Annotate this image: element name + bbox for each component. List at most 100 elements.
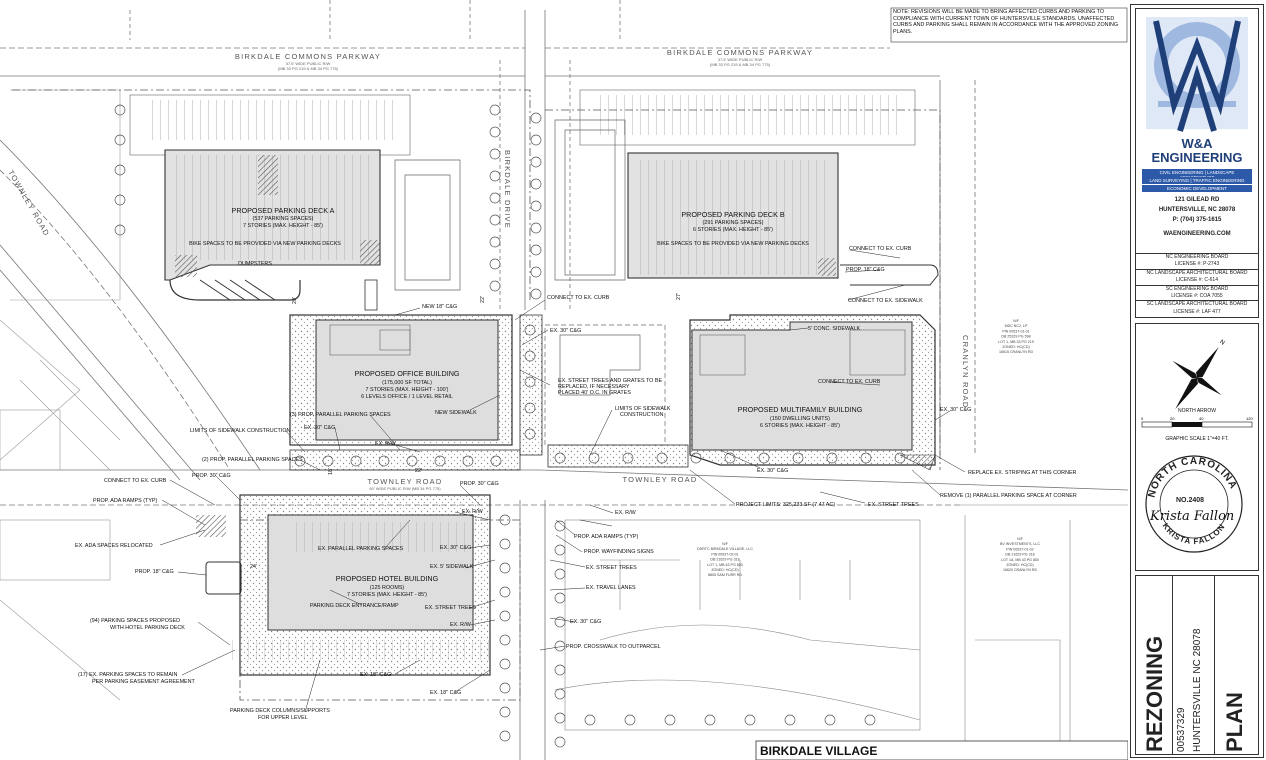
firm-address-1: 121 GILEAD RD xyxy=(1174,197,1220,203)
tree-symbol xyxy=(664,714,676,726)
tree-symbol xyxy=(434,455,446,467)
tree-symbol xyxy=(690,452,702,464)
tree-symbol xyxy=(489,192,501,204)
dim-22-n: 22' xyxy=(480,296,486,303)
title-block: W&A ENGINEERING CIVIL ENGINEERING | LAND… xyxy=(1130,4,1264,758)
license-line: SC ENGINEERING BOARD xyxy=(1136,284,1258,293)
title-divider-1 xyxy=(1172,576,1173,754)
callout-ex-rw-2: EX. R/W xyxy=(462,509,484,515)
tree-symbol xyxy=(530,200,542,212)
tree-symbol xyxy=(724,452,736,464)
tree-symbol xyxy=(554,452,566,464)
tree-symbol xyxy=(554,568,566,580)
tree-symbol xyxy=(530,222,542,234)
tree-symbol xyxy=(554,616,566,628)
office-building: PROPOSED OFFICE BUILDING (175,000 SF TOT… xyxy=(289,314,513,446)
tree-symbol xyxy=(499,538,511,550)
tree-symbol xyxy=(524,350,536,362)
tree-symbol xyxy=(530,112,542,124)
hotel-building: PROPOSED HOTEL BUILDING (125 ROOMS) 7 ST… xyxy=(196,494,491,676)
callout-crosswalk: PROP. CROSSWALK TO OUTPARCEL xyxy=(566,644,661,650)
road-townley-sub: 60' WIDE PUBLIC R/W (MB 34 PG 775) xyxy=(369,486,441,491)
road-parkway-east: BIRKDALE COMMONS PARKWAY xyxy=(667,48,813,57)
tree-symbol xyxy=(499,634,511,646)
road-birkdale-drive: BIRKDALE DRIVE xyxy=(503,150,512,229)
road-cranlyn: CRANLYN ROAD xyxy=(961,335,970,408)
multifamily-title: PROPOSED MULTIFAMILY BUILDING xyxy=(738,405,863,414)
multifamily-line1: (150 DWELLING UNITS) xyxy=(770,416,830,422)
callout-deck-columns-1: PARKING DECK COLUMNS/SUPPORTS xyxy=(230,708,330,714)
callout-street-trees-note-2: REPLACED, IF NECESSARY xyxy=(558,384,630,390)
parcel-text-line: LOT 1A, MB 43 PG 800 xyxy=(1001,558,1039,562)
road-parkway-west-sub: 37.5' WIDE PUBLIC R/W xyxy=(286,61,331,66)
tree-symbol xyxy=(489,214,501,226)
callout-ex-5-sidewalk: EX. 5' SIDEWALK xyxy=(430,564,474,570)
tree-symbol xyxy=(524,324,536,336)
callout-ex-cg-2: EX. 30" C&G xyxy=(304,425,335,431)
project-title: REZONING xyxy=(1142,635,1167,752)
tree-symbol xyxy=(554,688,566,700)
sheet-footer: BIRKDALE VILLAGE xyxy=(755,740,1128,760)
tree-symbol xyxy=(499,586,511,598)
dim-20: 20' xyxy=(292,297,298,304)
callout-connect-sidewalk: CONNECT TO EX. SIDEWALK xyxy=(848,298,923,304)
callout-limits-sidewalk-1: LIMITS OF SIDEWALK xyxy=(615,406,671,412)
project-location: HUNTERSVILLE NC 28078 xyxy=(1192,628,1203,752)
deck-a-line2: 7 STORIES (MAX. HEIGHT - 85') xyxy=(243,223,323,229)
callout-ex-cg-30f: EX. 30" C&G xyxy=(940,407,971,413)
central-block xyxy=(289,314,689,471)
parcel-text-line: LOT 1, MB 33 PG 219 xyxy=(998,340,1034,344)
tree-symbol xyxy=(114,194,126,206)
title-divider-2 xyxy=(1214,576,1215,754)
firm-name-2: ENGINEERING xyxy=(1151,150,1243,165)
firm-logo-panel: W&A ENGINEERING CIVIL ENGINEERING | LAND… xyxy=(1135,8,1259,318)
firm-phone: P: (704) 375-1615 xyxy=(1172,217,1222,223)
callout-ex-cg-1: EX. 30" C&G xyxy=(550,328,581,334)
tree-symbol xyxy=(378,455,390,467)
callout-ex-travel-lanes: EX. TRAVEL LANES xyxy=(586,585,636,591)
tree-symbol xyxy=(554,736,566,748)
multifamily-building: PROPOSED MULTIFAMILY BUILDING (150 DWELL… xyxy=(689,314,936,471)
project-title-panel: REZONING 00537329 HUNTERSVILLE NC 28078 … xyxy=(1135,575,1259,755)
tree-symbol xyxy=(462,455,474,467)
firm-logo-icon xyxy=(1146,17,1248,132)
tree-symbol xyxy=(530,156,542,168)
tree-symbol xyxy=(499,610,511,622)
tree-symbol xyxy=(554,520,566,532)
parcel-text-line: N/F xyxy=(722,542,729,546)
dim-18: 18' xyxy=(328,468,334,475)
firm-address-2: HUNTERSVILLE, NC 28078 xyxy=(1158,207,1236,213)
tree-symbol xyxy=(489,126,501,138)
callout-prop-cg-30b: PROP. 30" C&G xyxy=(460,481,499,487)
callout-deck-entrance: PARKING DECK ENTRANCE/RAMP xyxy=(310,603,399,609)
hotel-line1: (125 ROOMS) xyxy=(370,585,405,591)
tree-symbol xyxy=(530,134,542,146)
callout-spaces-94-1: (94) PARKING SPACES PROPOSED xyxy=(90,618,180,624)
callout-spaces-17-1: (17) EX. PARKING SPACES TO REMAIN xyxy=(78,672,177,678)
callouts xyxy=(159,249,966,713)
scale-tick-0: 0 xyxy=(1141,416,1144,421)
tree-symbol xyxy=(114,164,126,176)
callout-connect-curb-2: CONNECT TO EX. CURB xyxy=(104,478,167,484)
license-line: SC LANDSCAPE ARCHITECTURAL BOARD xyxy=(1136,300,1258,308)
tree-symbol xyxy=(554,544,566,556)
parcel-text-line: 16615 CRANLYN RD xyxy=(999,350,1033,354)
firm-web[interactable]: WAENGINEERING.COM xyxy=(1163,231,1231,237)
tree-symbol xyxy=(530,266,542,278)
parcel-text-line: PIN 00537-02-01 xyxy=(711,552,738,556)
deck-b-title: PROPOSED PARKING DECK B xyxy=(681,210,785,219)
svg-text:N: N xyxy=(1218,339,1225,346)
tree-symbol xyxy=(114,134,126,146)
callout-project-limits: PROJECT LIMITS: 325,233 SF (7.47 AC) xyxy=(736,502,835,508)
callout-new-cg: NEW 18" C&G xyxy=(422,304,457,310)
tree-symbol xyxy=(824,714,836,726)
deck-a-dumpsters: DUMPSTERS xyxy=(238,261,272,267)
tree-symbol xyxy=(490,455,502,467)
tree-symbol xyxy=(499,730,511,742)
callout-deck-columns-2: FOR UPPER LEVEL xyxy=(258,715,308,721)
hotel-line2: 7 STORIES (MAX. HEIGHT - 85') xyxy=(347,592,427,598)
